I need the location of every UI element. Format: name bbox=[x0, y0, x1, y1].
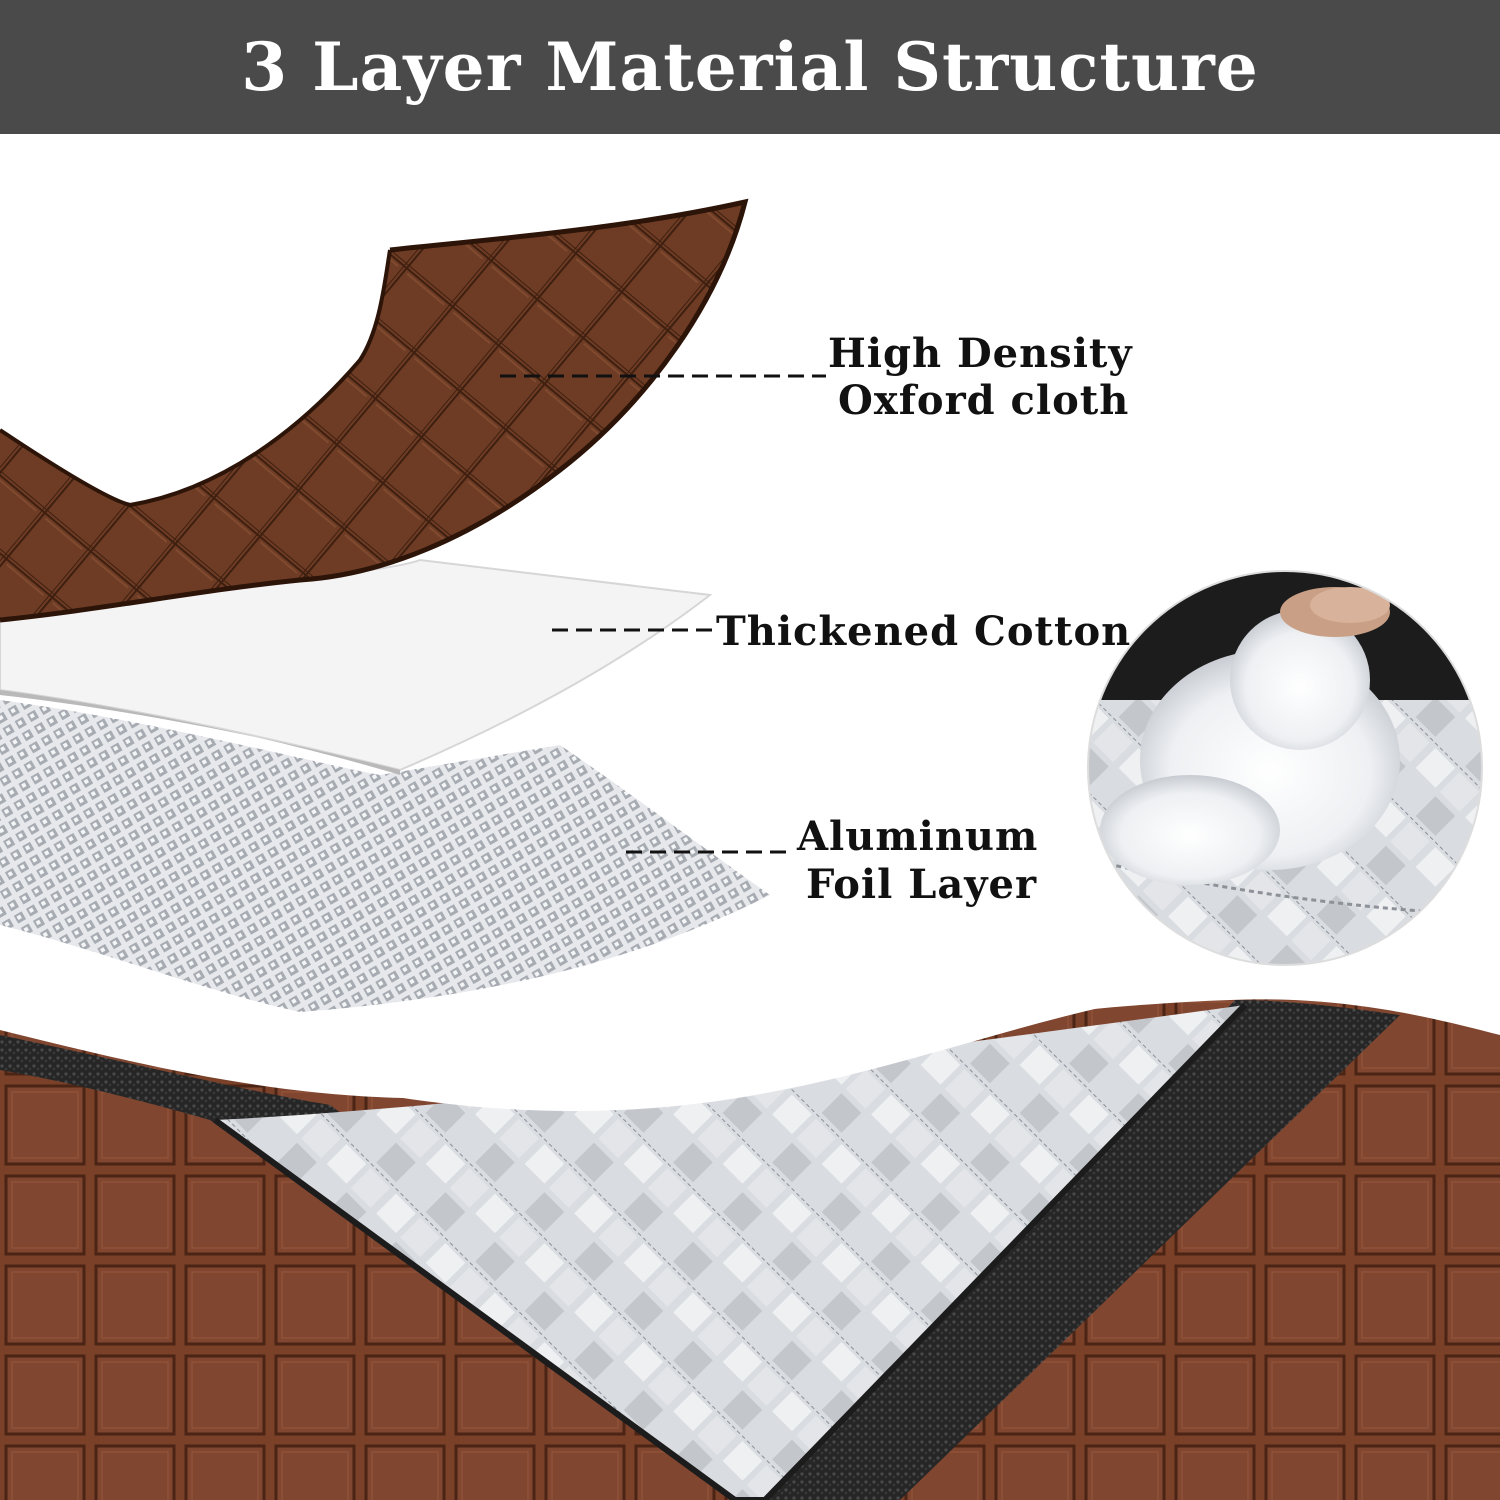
foil-label-line1: Aluminum bbox=[797, 813, 1039, 860]
aluminum-foil-layer bbox=[0, 700, 770, 1012]
oxford-cloth-layer bbox=[0, 198, 749, 623]
foil-label-line2: Foil Layer bbox=[806, 861, 1038, 908]
title-banner: 3 Layer Material Structure bbox=[0, 0, 1500, 134]
cotton-label: Thickened Cotton bbox=[716, 608, 1132, 655]
page-title: 3 Layer Material Structure bbox=[241, 28, 1259, 106]
cotton-closeup-photo bbox=[1087, 570, 1483, 966]
oxford-label-line1: High Density bbox=[828, 330, 1133, 377]
oxford-label-line2: Oxford cloth bbox=[838, 377, 1130, 424]
bottom-mat-sample bbox=[0, 999, 1500, 1500]
